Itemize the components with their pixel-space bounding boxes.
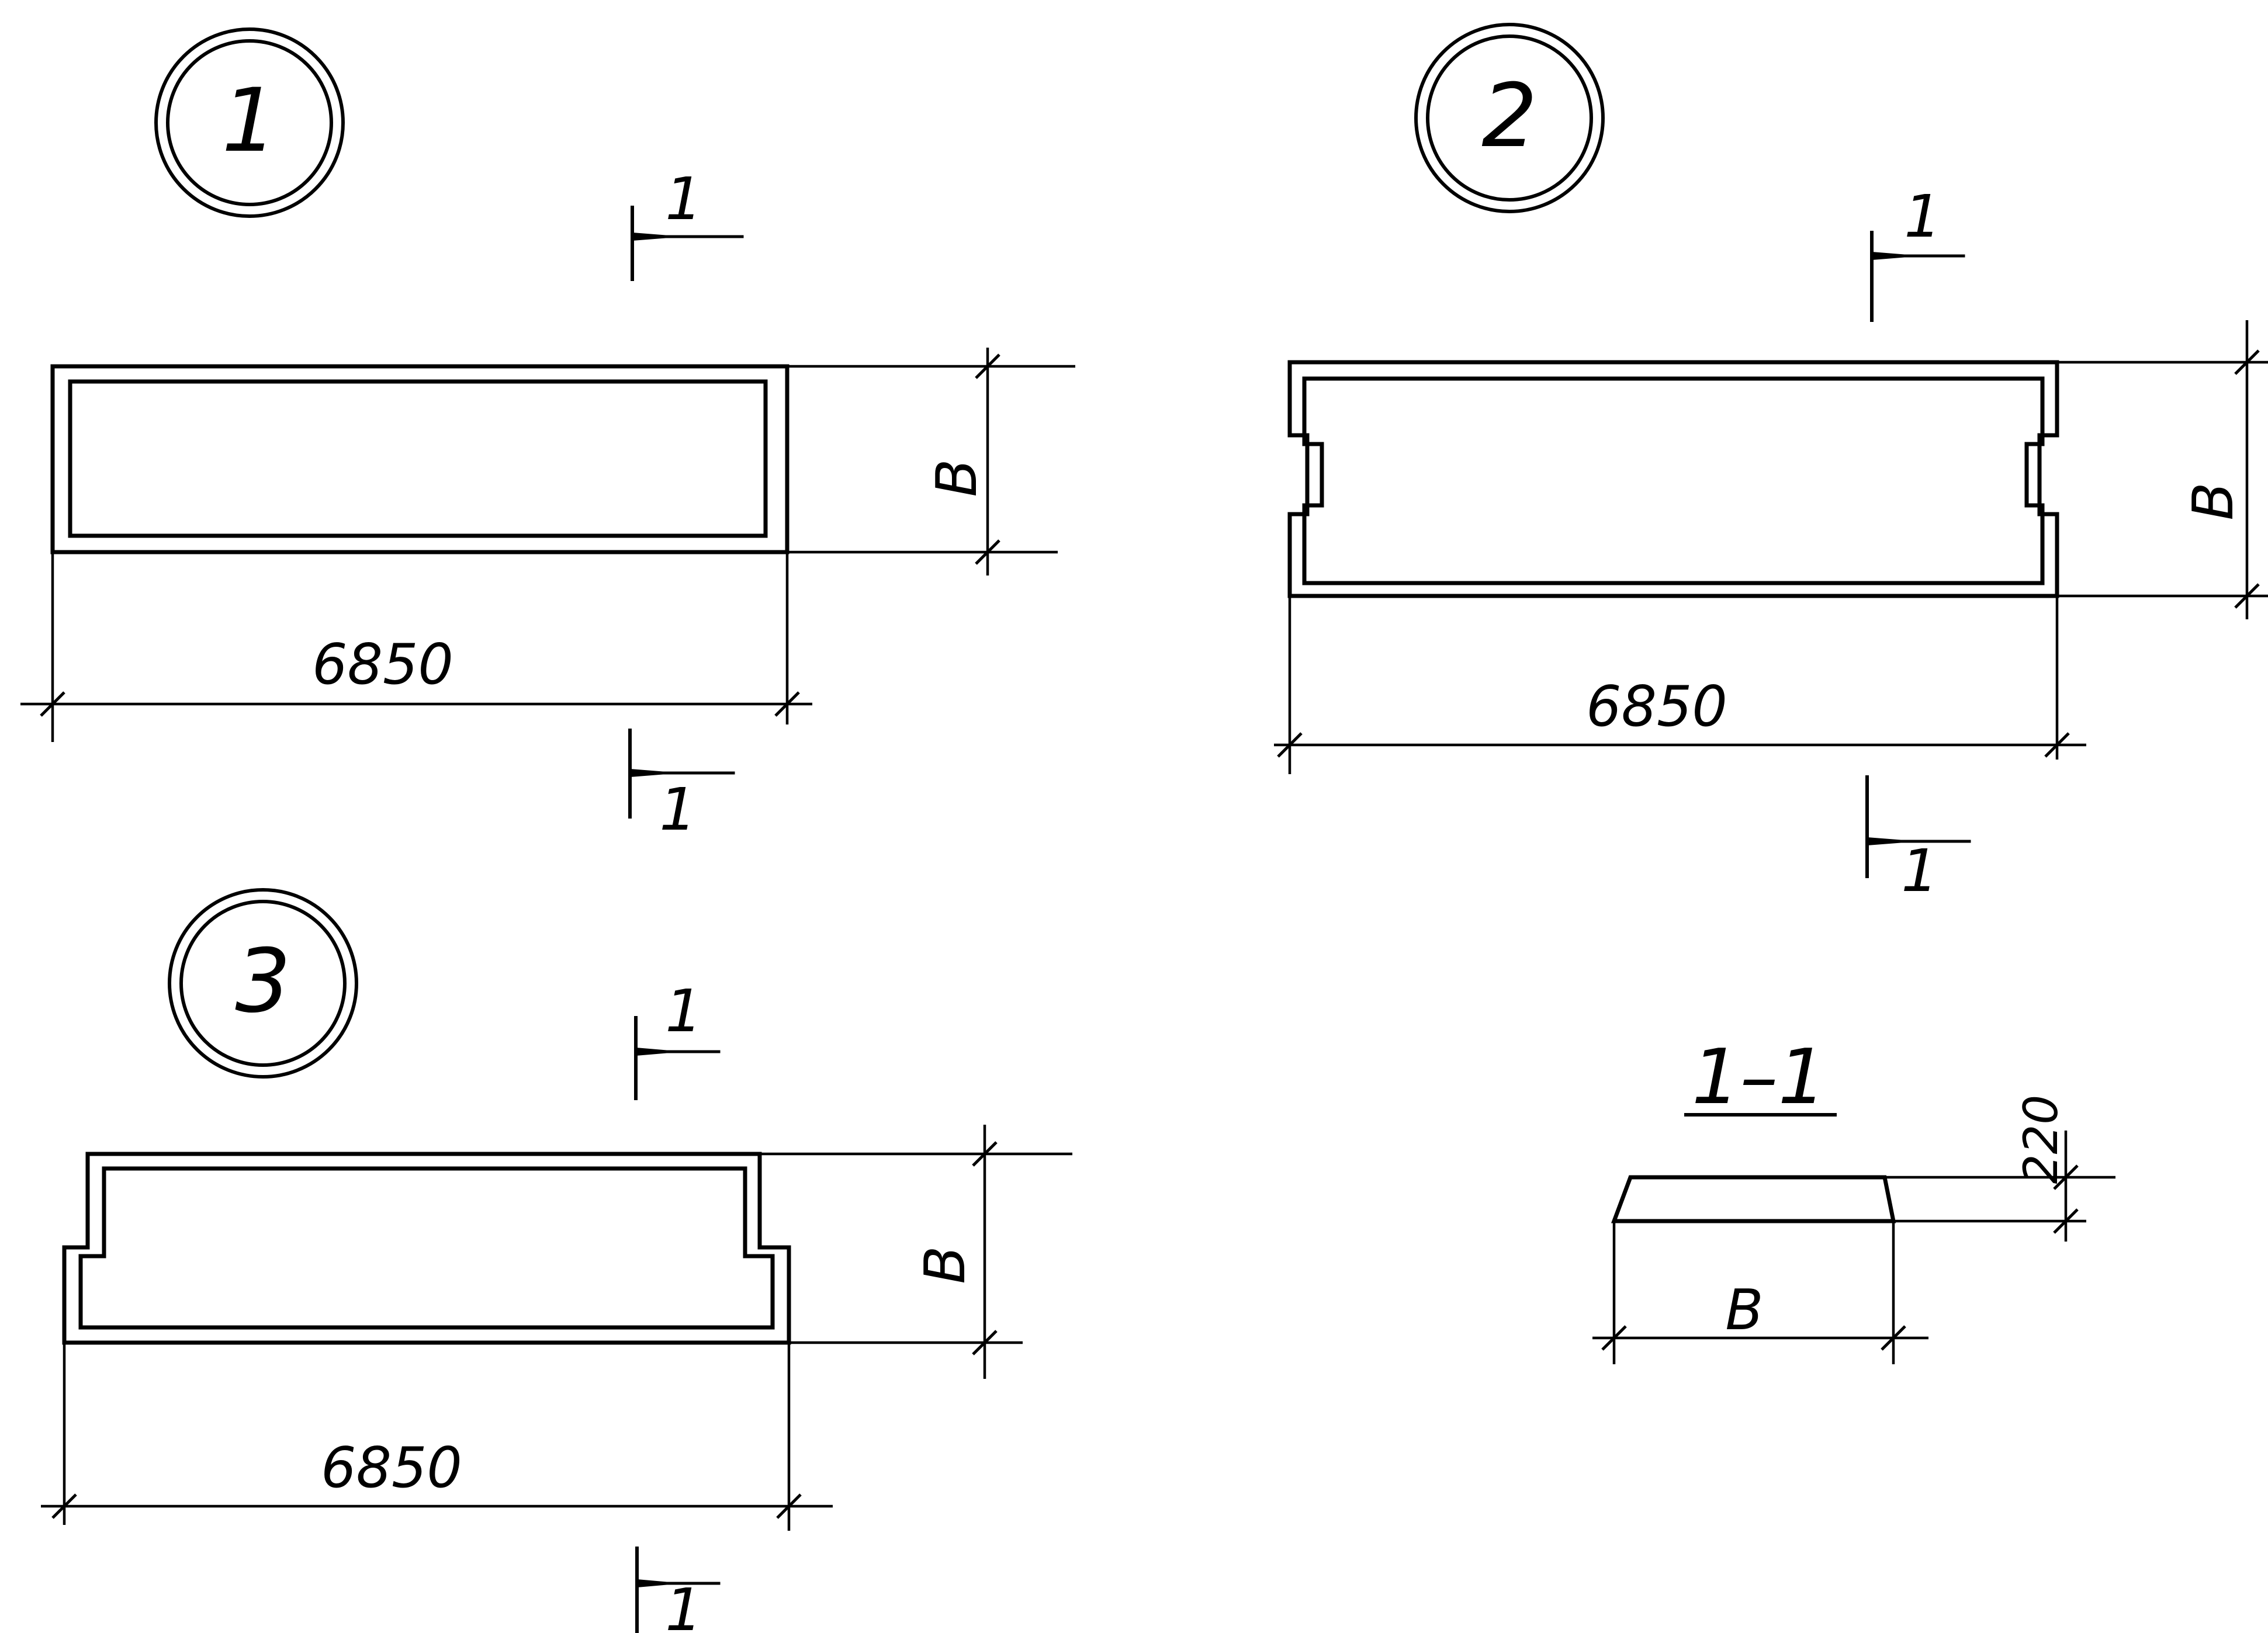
view-2: 2 1 6850 B <box>1274 23 2268 905</box>
view-2-section-mark-bottom: 1 <box>1865 775 1971 905</box>
view-3-section-mark-top-label: 1 <box>665 977 702 1045</box>
view-3-width-label: B <box>913 1246 978 1284</box>
view-1-dimension-width: B <box>787 348 1075 575</box>
view-2-width-label: B <box>2182 482 2246 520</box>
view-2-dimension-length: 6850 <box>1274 596 2086 774</box>
view-2-number-badge: 2 <box>1414 23 1605 213</box>
view-3-number-badge: 3 <box>168 888 358 1079</box>
section-dimension-thickness: 220 <box>1885 1095 2115 1242</box>
view-2-number: 2 <box>1481 65 1537 167</box>
view-2-section-mark-bottom-label: 1 <box>1901 837 1938 905</box>
view-3-dimension-length: 6850 <box>41 1343 833 1531</box>
view-2-slab-outline <box>1287 360 2059 598</box>
view-1-length-label: 6850 <box>312 633 453 697</box>
view-1-dimension-length: 6850 <box>20 552 812 742</box>
view-1-section-mark-bottom: 1 <box>628 729 735 844</box>
section-dimension-width: B <box>1592 1221 1928 1364</box>
view-3-slab-outline <box>62 1152 791 1345</box>
section-width-label: B <box>1725 1278 1763 1343</box>
view-2-length-label: 6850 <box>1586 675 1727 739</box>
view-3-section-mark-bottom-label: 1 <box>665 1576 702 1633</box>
view-1-section-mark-top: 1 <box>631 165 744 281</box>
view-1-slab-outline <box>50 364 790 554</box>
view-1: 1 1 6850 B <box>20 27 1075 844</box>
view-2-section-mark-top: 1 <box>1870 182 1965 322</box>
view-3-section-mark-bottom: 1 <box>635 1547 721 1633</box>
view-3-length-label: 6850 <box>321 1436 462 1500</box>
view-3: 3 1 6850 B <box>41 888 1072 1633</box>
view-1-width-label: B <box>925 459 989 497</box>
view-1-section-mark-top-label: 1 <box>665 165 702 233</box>
view-2-section-mark-top-label: 1 <box>1904 182 1941 251</box>
view-3-number: 3 <box>235 931 290 1032</box>
section-title: 1–1 <box>1692 1032 1826 1121</box>
view-3-section-mark-top: 1 <box>634 977 721 1100</box>
section-thickness-label: 220 <box>2014 1095 2068 1184</box>
section-profile <box>1611 1175 1896 1223</box>
view-1-number: 1 <box>221 70 277 172</box>
view-2-dimension-width: B <box>2057 320 2268 619</box>
view-3-dimension-width: B <box>760 1125 1072 1379</box>
section-1-1: 1–1 B 220 <box>1592 1032 2115 1364</box>
view-1-section-mark-bottom-label: 1 <box>659 775 697 844</box>
view-1-number-badge: 1 <box>154 27 345 218</box>
